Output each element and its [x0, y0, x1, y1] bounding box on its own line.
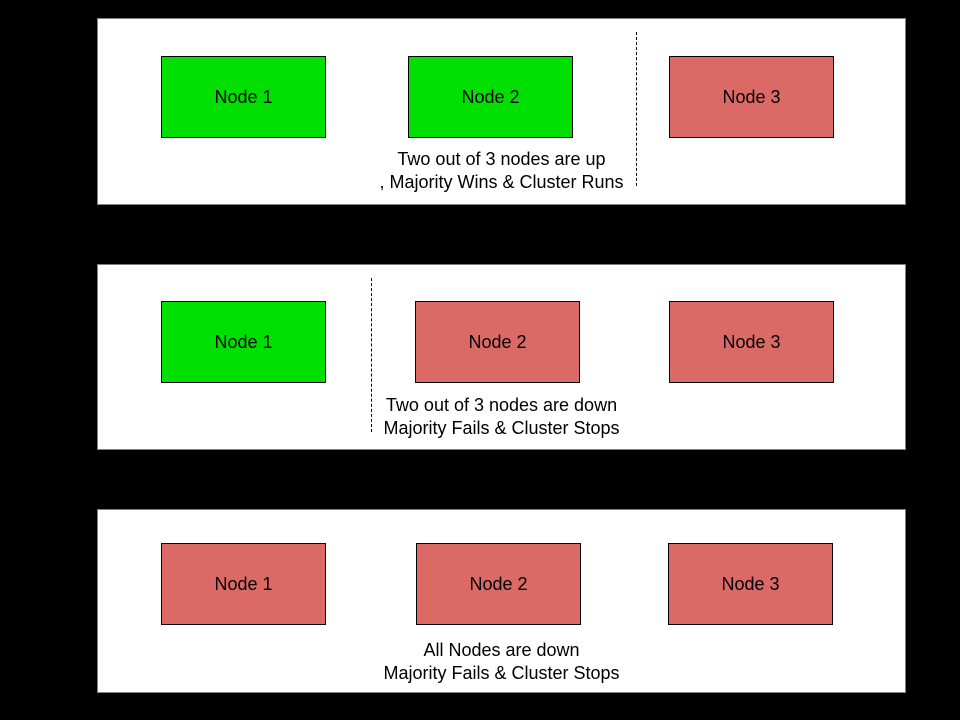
caption-line-2: , Majority Wins & Cluster Runs: [379, 172, 624, 192]
caption-line-2: Majority Fails & Cluster Stops: [383, 418, 620, 438]
node-label: Node 3: [722, 331, 781, 352]
node-label: Node 1: [214, 573, 273, 594]
quorum-partition-divider-line: [636, 32, 637, 186]
panel-two-nodes-down: Node 1 Node 2 Node 3 Two out of 3 nodes …: [97, 264, 906, 450]
caption-line-2: Majority Fails & Cluster Stops: [383, 663, 620, 683]
node-box-1: Node 1: [161, 301, 326, 383]
caption-line-1: All Nodes are down: [423, 640, 580, 660]
node-label: Node 1: [214, 86, 273, 107]
node-box-2: Node 2: [408, 56, 573, 138]
scenario-caption: All Nodes are down Majority Fails & Clus…: [98, 639, 905, 685]
node-box-2: Node 2: [415, 301, 580, 383]
quorum-partition-divider-line: [371, 278, 372, 432]
node-label: Node 2: [469, 573, 528, 594]
panel-all-nodes-down: Node 1 Node 2 Node 3 All Nodes are down …: [97, 509, 906, 693]
node-label: Node 3: [722, 86, 781, 107]
node-box-3: Node 3: [669, 301, 834, 383]
node-box-2: Node 2: [416, 543, 581, 625]
node-box-1: Node 1: [161, 56, 326, 138]
caption-line-1: Two out of 3 nodes are up: [397, 149, 606, 169]
node-box-3: Node 3: [669, 56, 834, 138]
node-box-1: Node 1: [161, 543, 326, 625]
scenario-caption: Two out of 3 nodes are down Majority Fai…: [98, 394, 905, 440]
node-label: Node 1: [214, 331, 273, 352]
caption-line-1: Two out of 3 nodes are down: [385, 395, 618, 415]
node-box-3: Node 3: [668, 543, 833, 625]
node-label: Node 2: [461, 86, 520, 107]
node-label: Node 3: [721, 573, 780, 594]
scenario-caption: Two out of 3 nodes are up , Majority Win…: [98, 148, 905, 194]
panel-two-nodes-up: Node 1 Node 2 Node 3 Two out of 3 nodes …: [97, 18, 906, 205]
node-label: Node 2: [468, 331, 527, 352]
